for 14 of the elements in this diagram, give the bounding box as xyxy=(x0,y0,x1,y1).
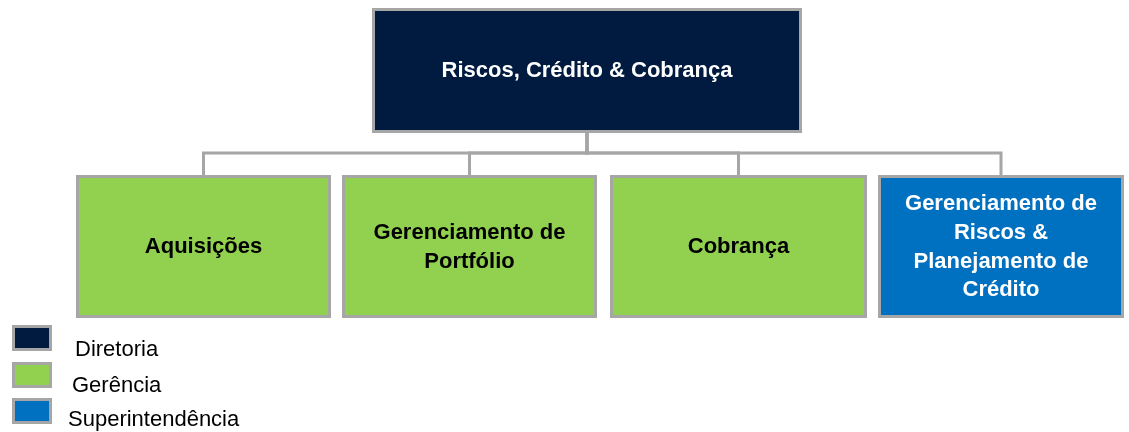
legend-label: Diretoria xyxy=(75,336,159,362)
legend-label: Gerência xyxy=(72,372,162,398)
org-box xyxy=(76,175,331,318)
box-title: Aquisições xyxy=(144,232,263,261)
connector-line xyxy=(585,133,1003,175)
org-box xyxy=(342,175,597,318)
box-title: Riscos, Crédito & Cobrança xyxy=(441,56,733,85)
box-title: Gerenciamento de Portfólio xyxy=(372,217,567,275)
org-box xyxy=(610,175,867,318)
legend-label: Superintendência xyxy=(68,406,240,432)
org-box xyxy=(878,175,1124,318)
box-title: Cobrança xyxy=(687,232,790,261)
box-title: Gerenciamento de Riscos & Planejamento de Crédito xyxy=(904,189,1098,304)
org-box xyxy=(372,8,802,133)
